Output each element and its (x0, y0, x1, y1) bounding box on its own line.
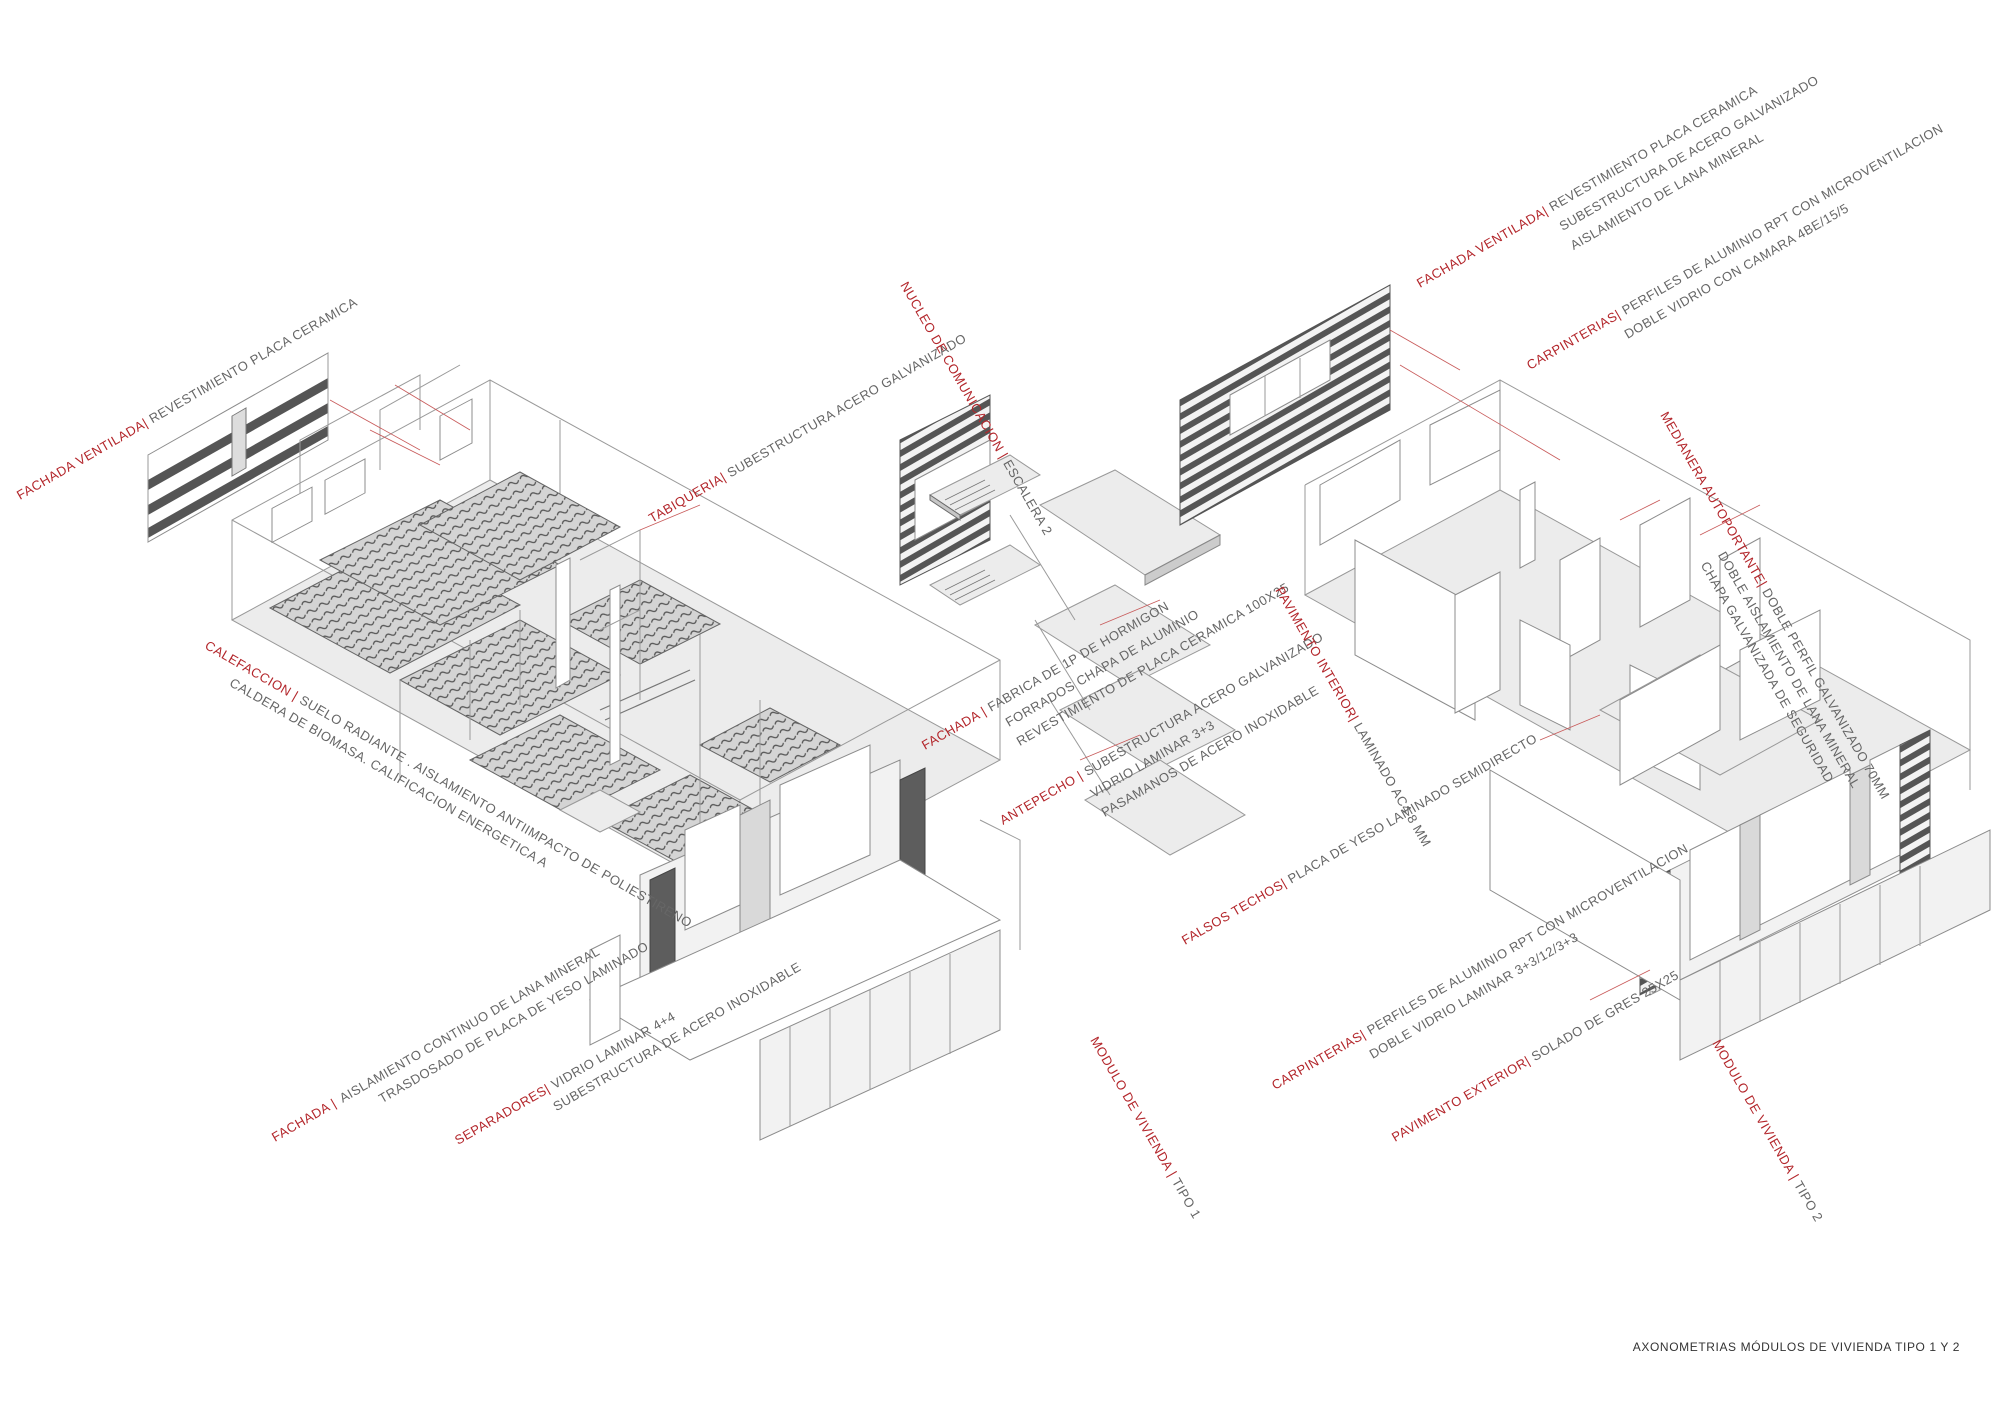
label-key: MODULO DE VIVIENDA | (1087, 1034, 1180, 1179)
label-key: ANTEPECHO | (997, 768, 1085, 828)
label-key: SEPARADORES| (452, 1081, 553, 1148)
module-2-interior-walls (1354, 481, 1822, 791)
label-m2-carpinterias-bottom: CARPINTERIAS|PERFILES DE ALUMINIO RPT CO… (1269, 840, 1691, 1093)
label-key: FACHADA | (269, 1096, 339, 1145)
label-key: FACHADA VENTILADA| (14, 415, 150, 502)
svg-text:FACHADA |AISLAMIENTO CONTINUO: FACHADA |AISLAMIENTO CONTINUO DE LANA MI… (269, 943, 602, 1144)
footer-title: AXONOMETRIAS MÓDULOS DE VIVIENDA TIPO 1 … (1632, 1340, 1960, 1354)
module-1-drawing (147, 352, 1021, 1141)
svg-text:MODULO DE VIVIENDA |TIPO 2: MODULO DE VIVIENDA |TIPO 2 (1709, 1037, 1826, 1224)
label-key: CARPINTERIAS| (1524, 307, 1623, 373)
label-key: MODULO DE VIVIENDA | (1709, 1037, 1802, 1182)
svg-text:FALSOS TECHOS|PLACA DE YESO LA: FALSOS TECHOS|PLACA DE YESO LAMINADO SEM… (1179, 731, 1540, 948)
label-m1-modulo: MODULO DE VIVIENDA |TIPO 1 (1087, 1034, 1204, 1221)
svg-text:MODULO DE VIVIENDA |TIPO 1: MODULO DE VIVIENDA |TIPO 1 (1087, 1034, 1204, 1221)
label-key: FALSOS TECHOS| (1179, 875, 1289, 947)
label-key: CARPINTERIAS| (1269, 1027, 1368, 1093)
label-value: SOLADO DE GRES 25X25 (1529, 967, 1682, 1064)
module-2-front-facade (1489, 729, 1991, 1061)
module-1-ventilated-facade (147, 352, 329, 543)
label-m2-falsos-techos: FALSOS TECHOS|PLACA DE YESO LAMINADO SEM… (1179, 731, 1540, 948)
label-value: TIPO 2 (1791, 1178, 1826, 1224)
leader-lines (329, 329, 1761, 1001)
label-m2-carpinterias-top: CARPINTERIAS|PERFILES DE ALUMINIO RPT CO… (1524, 120, 1946, 373)
label-value: PERFILES DE ALUMINIO RPT CON MICROVENTIL… (1619, 120, 1945, 317)
module-1-front-facade (588, 744, 1021, 1141)
label-m2-modulo: MODULO DE VIVIENDA |TIPO 2 (1709, 1037, 1826, 1224)
module-1-partitions (399, 529, 761, 850)
label-value: TIPO 1 (1169, 1175, 1204, 1221)
label-key: TABIQUERIA| (646, 469, 729, 525)
label-m2-fachada-ventilada: FACHADA VENTILADA|REVESTIMIENTO PLACA CE… (1414, 72, 1822, 290)
label-value-line-2: SUBESTRUCTURA DE ACERO GALVANIZADO (1557, 72, 1822, 233)
label-value-line-2: DOBLE VIDRIO CON CAMARA 4BE/15/5 (1622, 200, 1852, 341)
core-stair-drawing (899, 394, 1246, 856)
module-2-drawing (1179, 284, 1991, 1061)
label-key: PAVIMENTO EXTERIOR| (1389, 1053, 1533, 1145)
label-key: FACHADA VENTILADA| (1414, 203, 1550, 290)
module-2-ventilated-facade (1179, 284, 1391, 526)
